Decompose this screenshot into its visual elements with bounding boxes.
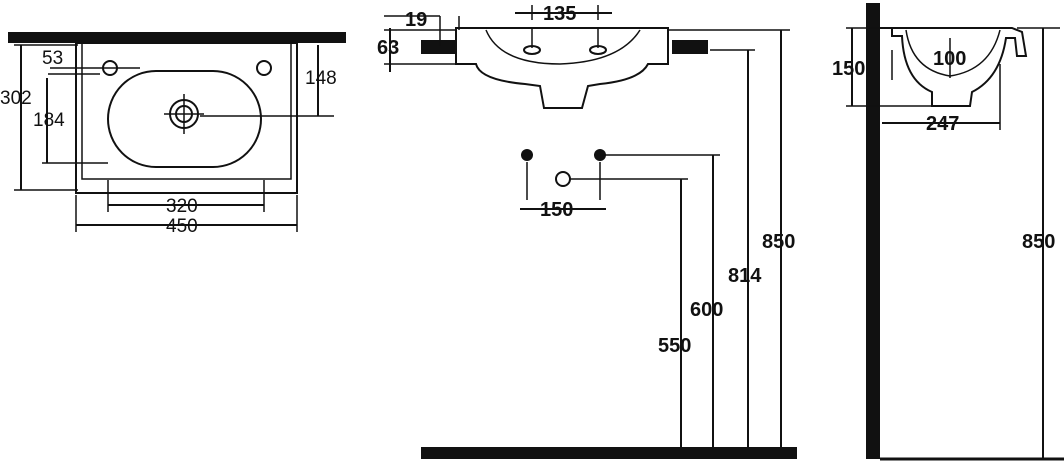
dim-184-label: 184: [33, 110, 65, 131]
wall-stub-right: [672, 40, 708, 54]
bowl-oval: [107, 70, 262, 168]
basin-outline: [75, 42, 298, 194]
countertop-bar: [8, 32, 346, 43]
dim-850-side-label: 850: [1022, 231, 1055, 253]
dim-53-label: 53: [42, 48, 63, 69]
dim-150-front-label: 150: [540, 199, 573, 221]
drain-icon: [164, 94, 204, 134]
front-view: 19 135 63 150 550 600: [377, 3, 797, 459]
dim-450-label: 450: [166, 216, 198, 237]
dim-148-label: 148: [305, 68, 337, 89]
top-view: 53 302 184 148 320 450: [0, 32, 346, 237]
water-supply-left: [521, 149, 533, 161]
floor: [421, 447, 797, 459]
dim-247-label: 247: [926, 113, 959, 135]
side-wall: [866, 3, 880, 459]
dim-600-label: 600: [690, 299, 723, 321]
dim-100-label: 100: [933, 48, 966, 70]
basin-front-outline: [455, 27, 669, 109]
drain-outlet: [555, 171, 571, 187]
wall-stub-left: [421, 40, 457, 54]
dim-550-label: 550: [658, 335, 691, 357]
dim-135-label: 135: [543, 3, 576, 25]
dim-63-label: 63: [377, 37, 399, 59]
side-view: 150 100 247 850: [832, 3, 1064, 461]
dim-850-label: 850: [762, 231, 795, 253]
dim-814-label: 814: [728, 265, 762, 287]
dim-302-label: 302: [0, 88, 32, 109]
dim-150-side-label: 150: [832, 58, 865, 80]
dim-19-label: 19: [405, 9, 427, 31]
dim-320-label: 320: [166, 196, 198, 217]
basin-side-section: [880, 27, 1028, 107]
tap-hole-right: [256, 60, 272, 76]
basin-inner-outline: [81, 42, 292, 180]
